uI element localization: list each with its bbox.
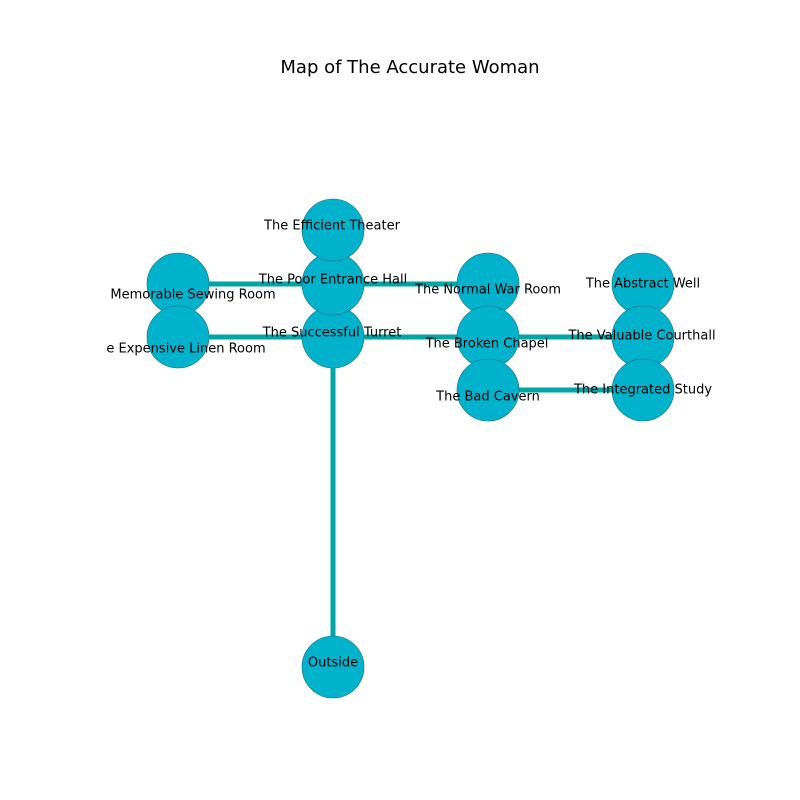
room-node-outside [301,635,365,699]
room-label-theater: The Efficient Theater [263,219,401,234]
room-node-cavern [456,358,520,422]
room-label-war: The Normal War Room [414,283,561,298]
rooms-layer [146,198,675,699]
room-label-sewing: Memorable Sewing Room [110,288,275,303]
room-label-well: The Abstract Well [585,277,700,292]
room-label-cavern: The Bad Cavern [435,390,540,405]
room-label-turret: The Successful Turret [262,326,402,341]
room-label-chapel: The Broken Chapel [425,337,549,352]
room-label-entrance: The Poor Entrance Hall [258,273,407,288]
room-label-linen: e Expensive Linen Room [106,342,265,357]
room-label-study: The Integrated Study [573,383,712,398]
room-label-outside: Outside [308,656,358,671]
room-node-theater [301,198,365,262]
map-title: Map of The Accurate Woman [280,57,539,78]
room-label-courthall: The Valuable Courthall [567,329,715,344]
room-node-linen [146,305,210,369]
labels-layer: Outside The Successful Turret The Poor Ent… [106,219,715,671]
room-node-study [611,358,675,422]
